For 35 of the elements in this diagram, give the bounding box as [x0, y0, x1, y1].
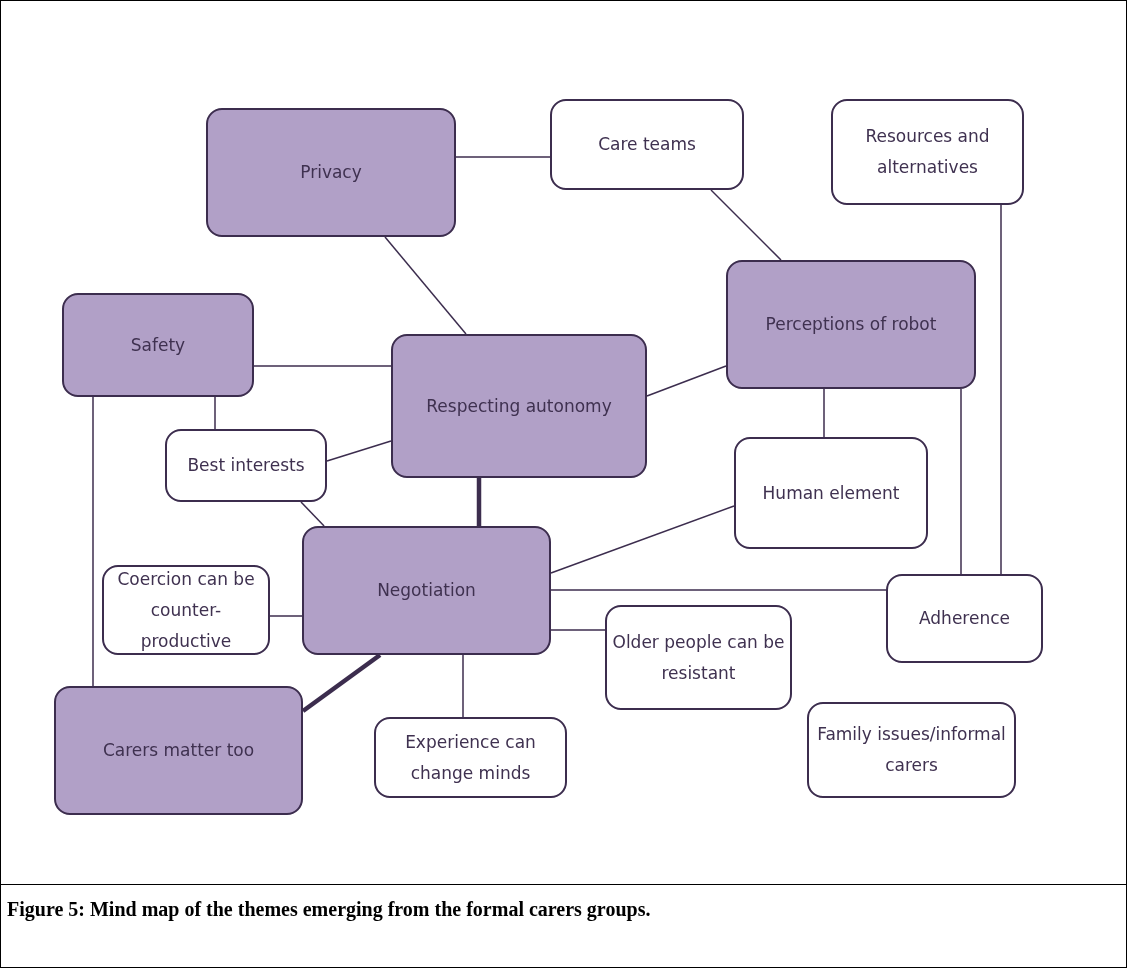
subtheme-node: Experience can change minds [374, 717, 567, 798]
connector-line [269, 615, 303, 617]
connector-line [326, 440, 392, 462]
connector-line [214, 396, 216, 430]
connector-line [646, 365, 727, 397]
connector-line [550, 629, 606, 631]
connector-line [1000, 204, 1002, 575]
subtheme-node: Resources and alternatives [831, 99, 1024, 205]
theme-node: Privacy [206, 108, 456, 237]
connector-line [710, 189, 782, 261]
caption: Figure 5: Mind map of the themes emerging from the formal carers groups. [7, 898, 651, 921]
subtheme-node: Adherence [886, 574, 1043, 663]
connector-line [455, 156, 551, 158]
connector-line [550, 505, 735, 574]
subtheme-node: Human element [734, 437, 928, 549]
connector-line [300, 501, 325, 527]
connector-line [476, 478, 482, 526]
subtheme-node: Older people can be resistant [605, 605, 792, 710]
theme-node: Negotiation [302, 526, 551, 655]
theme-node: Safety [62, 293, 254, 397]
connector-line [550, 589, 887, 591]
connector-line [301, 653, 382, 713]
subtheme-node: Care teams [550, 99, 744, 190]
connector-line [384, 236, 467, 335]
theme-node: Carers matter too [54, 686, 303, 815]
subtheme-node: Family issues/informal carers [807, 702, 1016, 798]
theme-node: Respecting autonomy [391, 334, 647, 478]
subtheme-node: Best interests [165, 429, 327, 502]
connector-line [92, 396, 94, 687]
connector-line [253, 365, 392, 367]
subtheme-node: Coercion can be counter-productive [102, 565, 270, 655]
theme-node: Perceptions of robot [726, 260, 976, 389]
connector-line [960, 388, 962, 575]
connector-line [462, 654, 464, 718]
connector-line [823, 388, 825, 438]
